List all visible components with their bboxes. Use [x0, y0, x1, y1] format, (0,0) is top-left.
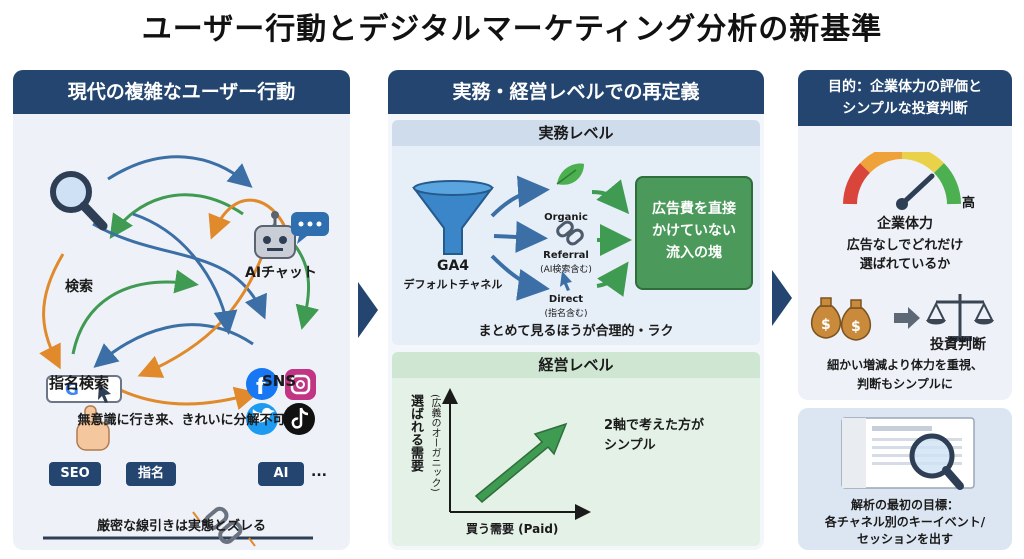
channel-referral: Referral: [543, 250, 589, 261]
node-label-branded-search: 指名検索: [49, 374, 110, 392]
y-axis-sublabel: (広義のオーガニック): [429, 394, 440, 492]
right-panel: 目的：企業体力の評価と シンプルな投資判断 高 企業体力 広告なしでどれだけ 選…: [798, 70, 1012, 400]
practical-header: 実務レベル: [392, 120, 760, 146]
svg-text:f: f: [256, 375, 266, 400]
hand-pointer-icon: [76, 405, 110, 451]
strength-gauge-icon: [843, 152, 961, 210]
gauge-high-label: 高: [962, 196, 976, 211]
robot-icon: [254, 211, 296, 259]
chain-tag-ai: AI: [258, 462, 304, 486]
facebook-icon: f: [246, 368, 278, 400]
channel-direct: Direct: [548, 294, 584, 305]
node-label-ai-chat: AIチャット: [245, 265, 317, 281]
instagram-icon: [285, 369, 316, 400]
channel-referral-note: (AI検索含む): [540, 265, 592, 275]
svg-text:G: G: [65, 380, 79, 400]
middle-panel-header: 実務・経営レベルでの再定義: [388, 70, 764, 114]
x-axis-label: 買う需要 (Paid): [466, 522, 559, 536]
left-note-untangle: 無意識に行き来、きれいに分解不可: [77, 413, 286, 428]
flow-arrow-2: [772, 270, 792, 326]
practical-section: 実務レベル: [392, 120, 760, 345]
investment-desc-2: 判断もシンプルに: [857, 377, 953, 391]
chain-tag-branded: 指名: [126, 462, 176, 486]
tangled-arrows: [39, 155, 320, 411]
right-arrow-icon: [894, 307, 920, 329]
tiktok-icon: [283, 403, 315, 435]
management-header: 経営レベル: [392, 352, 760, 378]
investment-title: 投資判断: [930, 337, 986, 353]
node-label-search: 検索: [65, 279, 93, 295]
funnel-label-default-channel: デフォルトチャネル: [403, 278, 503, 291]
management-note-2: シンプル: [604, 438, 656, 453]
funnel-output-arrows: [490, 175, 632, 301]
growth-arrow: [474, 422, 568, 504]
right-header-line-2: シンプルな投資判断: [842, 101, 968, 117]
left-note-boundary: 厳密な線引きは実態とズレる: [96, 519, 266, 534]
balance-scale-icon: [926, 294, 994, 341]
goal-line-3: セッションを出す: [856, 532, 953, 546]
arrow-cursor-icon: [560, 271, 572, 291]
right-panel-header: 目的：企業体力の評価と シンプルな投資判断: [798, 70, 1012, 126]
node-label-sns: SNS: [262, 372, 297, 390]
box-line-1: 広告費を直接: [652, 201, 736, 217]
left-panel-header: 現代の複雑なユーザー行動: [13, 70, 350, 114]
chat-bubble-icon: [291, 212, 329, 244]
left-panel: 現代の複雑なユーザー行動: [13, 70, 350, 550]
management-section: 経営レベル 選ばれる需要 (広義のオーガニック) 買う需要 (Paid) 2軸で…: [392, 352, 760, 546]
money-bag-icon: $ $: [811, 297, 871, 341]
svg-text:$: $: [851, 319, 861, 335]
magnifier-icon: [50, 171, 108, 231]
non-paid-traffic-box: 広告費を直接 かけていない 流入の塊: [635, 176, 753, 290]
broken-chain-icon: [192, 506, 256, 547]
box-line-2: かけていない: [652, 223, 736, 239]
practical-diagram: [412, 163, 632, 301]
middle-panel: 実務・経営レベルでの再定義 実務レベル: [388, 70, 764, 550]
strength-title: 企業体力: [877, 216, 933, 232]
practical-note: まとめて見るほうが合理的・ラク: [478, 324, 674, 339]
svg-text:$: $: [821, 317, 831, 333]
funnel-icon: [412, 180, 494, 255]
right-header-line-1: 目的：企業体力の評価と: [828, 79, 982, 95]
chain-dots: ...: [311, 464, 327, 480]
y-axis-label: 選ばれる需要: [408, 394, 423, 472]
strength-desc-2: 選ばれているか: [859, 257, 951, 272]
investment-desc-1: 細かい増減より体力を重視、: [827, 358, 983, 372]
goal-panel: 解析の最初の目標： 各チャネル別のキーイベント/ セッションを出す: [798, 408, 1012, 550]
google-search-box-icon: G: [46, 375, 122, 403]
user-behavior-diagram: G f: [39, 155, 329, 547]
chain-tag-seo: SEO: [49, 462, 101, 486]
strength-desc-1: 広告なしでどれだけ: [846, 238, 964, 253]
dashboard-magnifier-icon: [841, 417, 975, 490]
link-icon: [556, 220, 584, 246]
channel-direct-note: (指名含む): [544, 309, 588, 319]
investment-icons: $ $: [811, 294, 994, 341]
two-axis-chart: [442, 388, 591, 520]
box-line-3: 流入の塊: [666, 245, 722, 261]
flow-arrow-1: [358, 282, 378, 338]
page-title: ユーザー行動とデジタルマーケティング分析の新基準: [141, 12, 883, 47]
goal-line-2: 各チャネル別のキーイベント/: [824, 515, 986, 529]
leaf-icon: [556, 163, 584, 185]
funnel-label-ga4: GA4: [436, 258, 470, 274]
channel-organic: Organic: [544, 212, 588, 223]
twitter-icon: [246, 403, 278, 435]
management-note-1: 2軸で考えた方が: [604, 418, 705, 433]
goal-line-1: 解析の最初の目標：: [850, 498, 959, 512]
